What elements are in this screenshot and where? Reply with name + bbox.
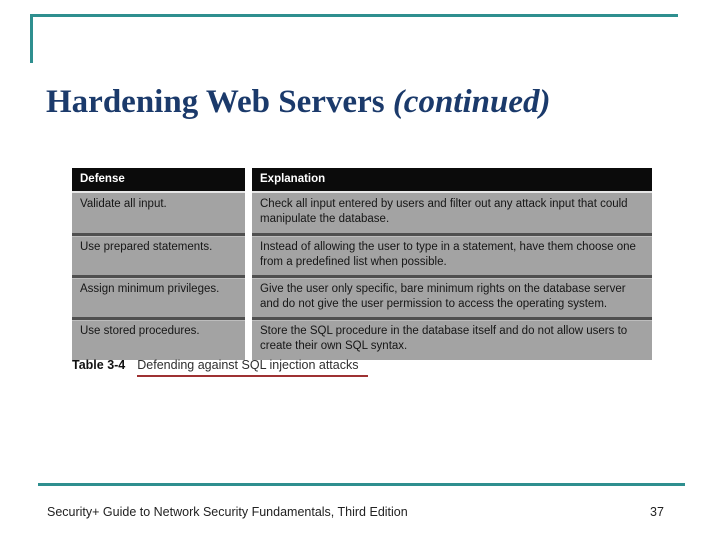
defense-cell: Use stored procedures. <box>72 317 245 360</box>
defense-cell: Validate all input. <box>72 191 245 233</box>
explanation-cell: Check all input entered by users and fil… <box>252 191 652 233</box>
table-caption: Table 3-4 Defending against SQL injectio… <box>72 358 369 377</box>
table-body: Validate all input. Check all input ente… <box>72 191 652 360</box>
table-row: Assign minimum privileges. Give the user… <box>72 274 652 318</box>
table-row: Use stored procedures. Store the SQL pro… <box>72 317 652 360</box>
slide-title-main: Hardening Web Servers <box>46 84 393 121</box>
table-row: Validate all input. Check all input ente… <box>72 191 652 233</box>
table-caption-text: Defending against SQL injection attacks <box>137 358 369 377</box>
table-row: Use prepared statements. Instead of allo… <box>72 232 652 275</box>
table-header-row: Defense Explanation <box>72 168 652 192</box>
defense-cell: Use prepared statements. <box>72 232 245 275</box>
column-header-explanation: Explanation <box>252 168 652 192</box>
page-number: 37 <box>650 505 664 519</box>
footer-text: Security+ Guide to Network Security Fund… <box>47 505 408 519</box>
footer-accent-line <box>38 483 685 486</box>
table-caption-label: Table 3-4 <box>72 358 126 372</box>
column-header-defense: Defense <box>72 168 245 192</box>
slide-title: Hardening Web Servers (continued) <box>46 82 686 123</box>
explanation-cell: Give the user only specific, bare minimu… <box>252 274 652 318</box>
explanation-cell: Store the SQL procedure in the database … <box>252 317 652 360</box>
left-accent-line <box>30 14 33 63</box>
explanation-cell: Instead of allowing the user to type in … <box>252 232 652 275</box>
defense-cell: Assign minimum privileges. <box>72 274 245 318</box>
slide-title-emphasis: (continued) <box>392 84 551 121</box>
defense-table: Defense Explanation Validate all input. … <box>72 168 652 360</box>
top-accent-line <box>30 14 678 17</box>
